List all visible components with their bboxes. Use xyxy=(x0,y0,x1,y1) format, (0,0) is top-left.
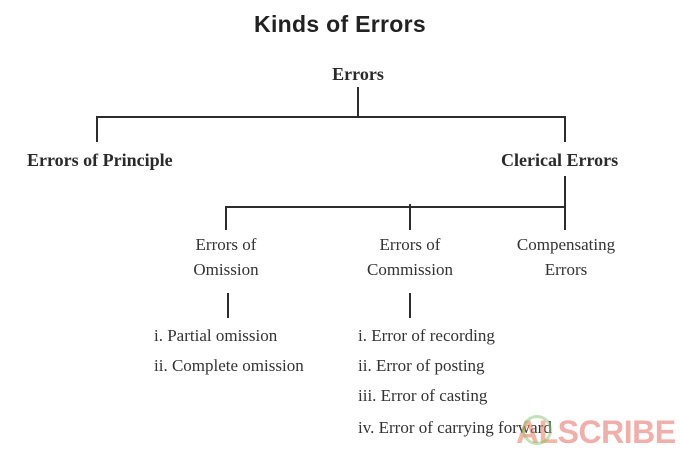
commission-line1: Errors of xyxy=(379,235,441,254)
commission-item-1: i. Error of recording xyxy=(358,326,495,345)
compensating-line2: Errors xyxy=(544,260,588,279)
omission-item-2: ii. Complete omission xyxy=(154,356,304,375)
commission-line2: Commission xyxy=(367,260,453,279)
watermark-circle-icon xyxy=(522,415,552,445)
omission-line1: Errors of xyxy=(195,235,257,254)
errors-of-omission-node: Errors of Omission xyxy=(166,232,286,282)
errors-of-commission-node: Errors of Commission xyxy=(343,232,477,282)
diagram-title: Kinds of Errors xyxy=(254,11,426,37)
clerical-errors-node: Clerical Errors xyxy=(501,150,619,170)
omission-line2: Omission xyxy=(193,260,259,279)
commission-item-2: ii. Error of posting xyxy=(358,356,485,375)
compensating-errors-node: Compensating Errors xyxy=(500,232,632,282)
errors-of-principle-node: Errors of Principle xyxy=(27,150,173,170)
root-node: Errors xyxy=(332,64,384,84)
commission-item-4: iv. Error of carrying forward xyxy=(358,418,552,437)
commission-item-3: iii. Error of casting xyxy=(358,386,488,405)
compensating-line1: Compensating xyxy=(516,235,616,254)
omission-item-1: i. Partial omission xyxy=(154,326,278,345)
watermark-logo: AL SCRIBE xyxy=(516,409,676,455)
watermark-rest: SCRIBE xyxy=(557,413,676,450)
